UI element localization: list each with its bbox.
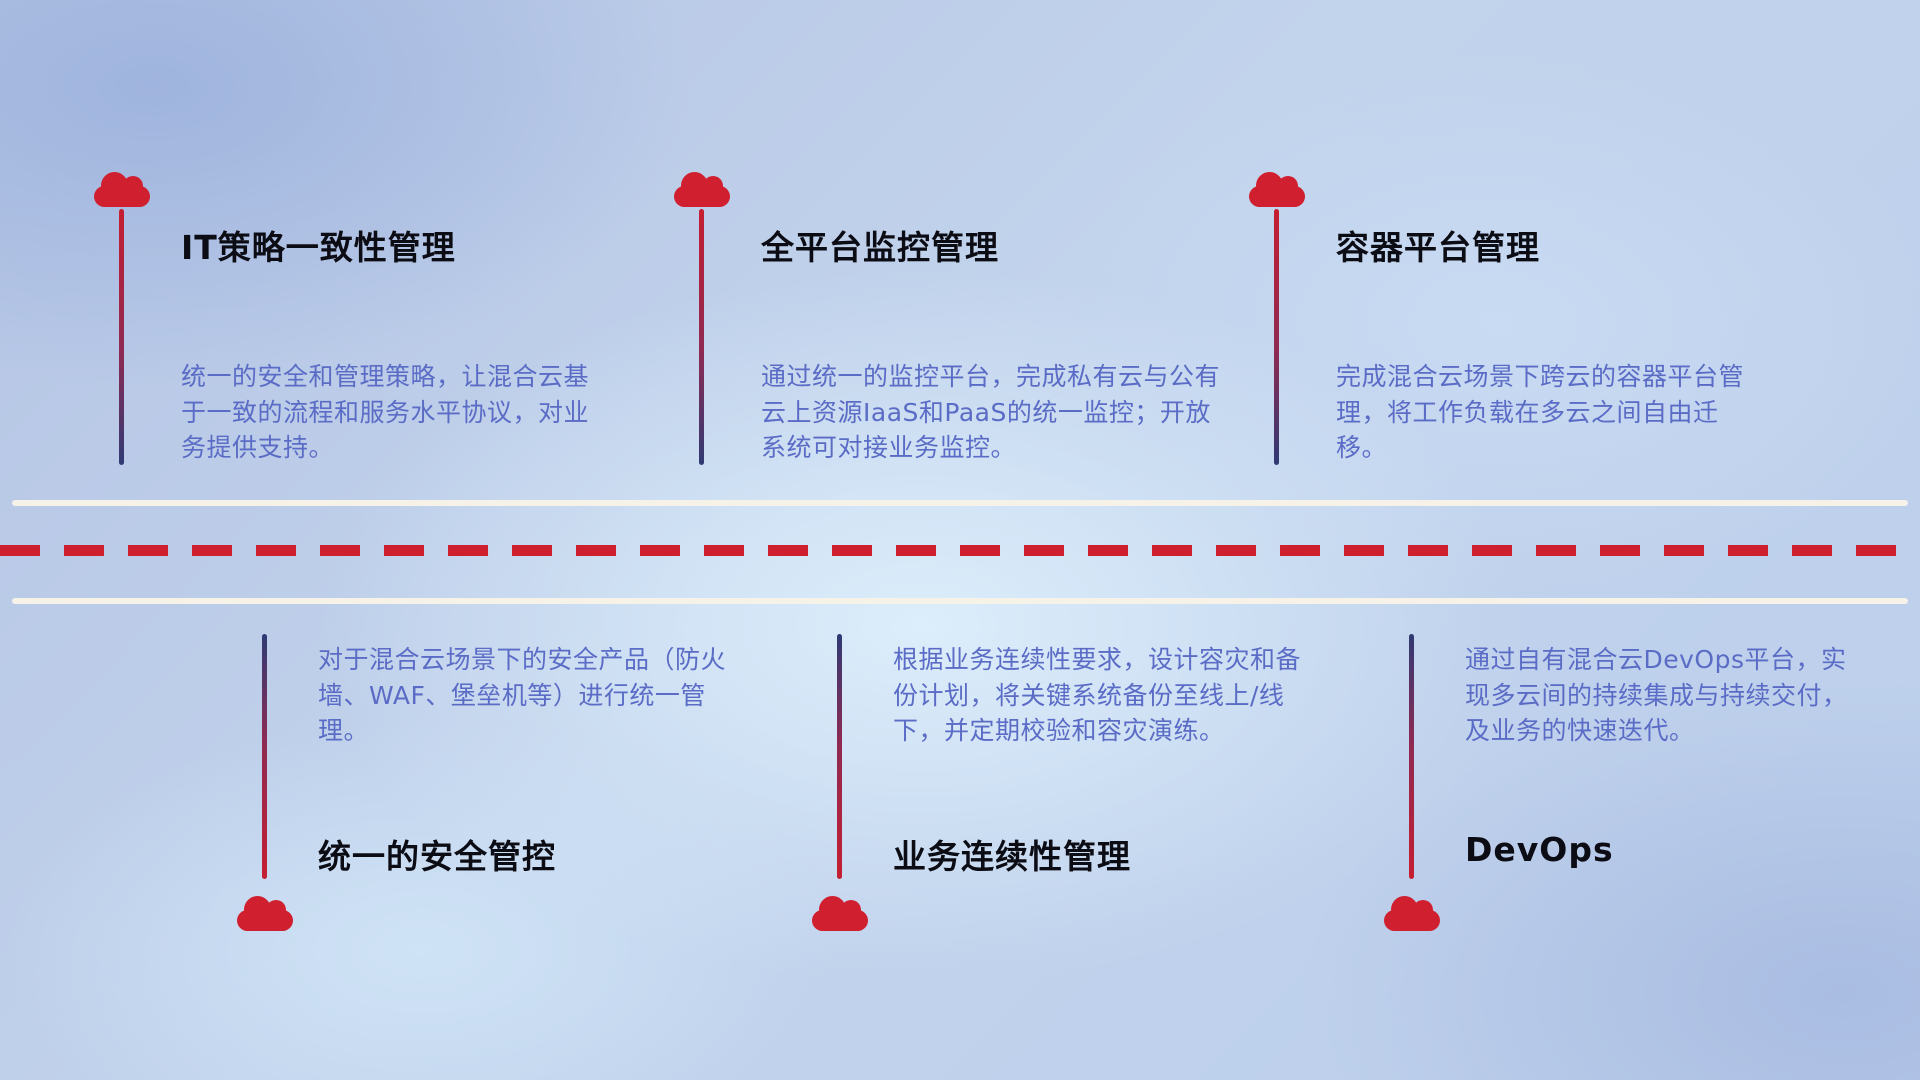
item-title: IT策略一致性管理: [181, 228, 456, 267]
item-description: 根据业务连续性要求，设计容灾和备份计划，将关键系统备份至线上/线下，并定期校验和…: [893, 645, 1302, 745]
cloud-icon: [1384, 895, 1440, 931]
item-title: DevOps: [1465, 830, 1614, 869]
timeline-stem: [119, 209, 124, 465]
road-bottom-line: [12, 598, 1908, 604]
item-title: 容器平台管理: [1336, 228, 1540, 267]
cloud-icon: [812, 895, 868, 931]
item-title: 全平台监控管理: [761, 228, 999, 267]
item-title: 统一的安全管控: [318, 837, 556, 876]
timeline-stem: [262, 634, 267, 879]
timeline-stem: [1274, 209, 1279, 465]
cloud-icon: [237, 895, 293, 931]
timeline-stem: [1409, 634, 1414, 879]
timeline-stem: [837, 634, 842, 879]
item-description: 统一的安全和管理策略，让混合云基于一致的流程和服务水平协议，对业务提供支持。: [181, 362, 590, 462]
cloud-icon: [94, 171, 150, 207]
item-description: 通过自有混合云DevOps平台，实现多云间的持续集成与持续交付，及业务的快速迭代…: [1465, 645, 1848, 745]
item-description: 通过统一的监控平台，完成私有云与公有云上资源IaaS和PaaS的统一监控；开放系…: [761, 362, 1221, 462]
road-top-line: [12, 500, 1908, 506]
item-description: 完成混合云场景下跨云的容器平台管理，将工作负载在多云之间自由迁移。: [1336, 362, 1745, 462]
road-center-dashed-line: [0, 545, 1920, 556]
item-title: 业务连续性管理: [893, 837, 1131, 876]
item-description: 对于混合云场景下的安全产品（防火墙、WAF、堡垒机等）进行统一管理。: [318, 645, 727, 745]
cloud-icon: [674, 171, 730, 207]
cloud-icon: [1249, 171, 1305, 207]
timeline-stem: [699, 209, 704, 465]
